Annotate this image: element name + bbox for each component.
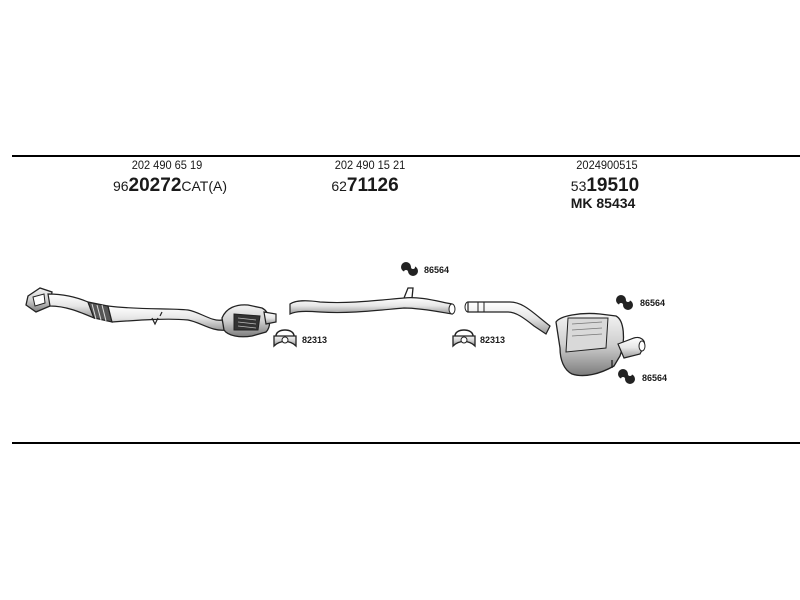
part-prefix: 53 — [570, 178, 587, 194]
part-suffix: CAT(A) — [181, 178, 228, 194]
part-main: 71126 — [346, 175, 399, 196]
part-main: 20272 — [128, 175, 182, 196]
bottom-divider-line — [12, 442, 800, 444]
clamp-icon — [273, 329, 297, 348]
rear-pipe-with-muffler — [464, 301, 646, 377]
part-number-rear-muffler: 5319510 — [550, 175, 660, 197]
rubber-hanger-icon — [616, 295, 633, 310]
callout-clamp-rear: 82313 — [480, 335, 506, 345]
mounting-kit-number: MK 85434 — [570, 195, 636, 211]
oe-number-middle-pipe: 202 490 15 21 — [334, 158, 406, 172]
rubber-hanger-icon — [401, 262, 418, 276]
part-main: 19510 — [586, 175, 640, 196]
oe-number-front-pipe: 202 490 65 19 — [131, 158, 203, 172]
clamp-icon — [452, 329, 476, 348]
part-prefix: 62 — [331, 178, 347, 194]
part-number-front-pipe: 9620272CAT(A) — [100, 175, 240, 197]
part-prefix: 96 — [112, 178, 129, 194]
callout-hanger-rear-top: 86564 — [640, 298, 666, 308]
front-pipe-with-catalyst — [25, 287, 277, 338]
rubber-hanger-icon — [618, 369, 635, 384]
part-number-middle-pipe: 6271126 — [310, 175, 420, 197]
middle-pipe — [289, 287, 456, 315]
callout-hanger-middle: 86564 — [424, 265, 450, 275]
oe-number-rear-muffler: 2024900515 — [576, 158, 638, 172]
callout-hanger-rear-bottom: 86564 — [642, 373, 668, 383]
top-divider-line — [12, 155, 800, 157]
callout-clamp-front: 82313 — [302, 335, 328, 345]
